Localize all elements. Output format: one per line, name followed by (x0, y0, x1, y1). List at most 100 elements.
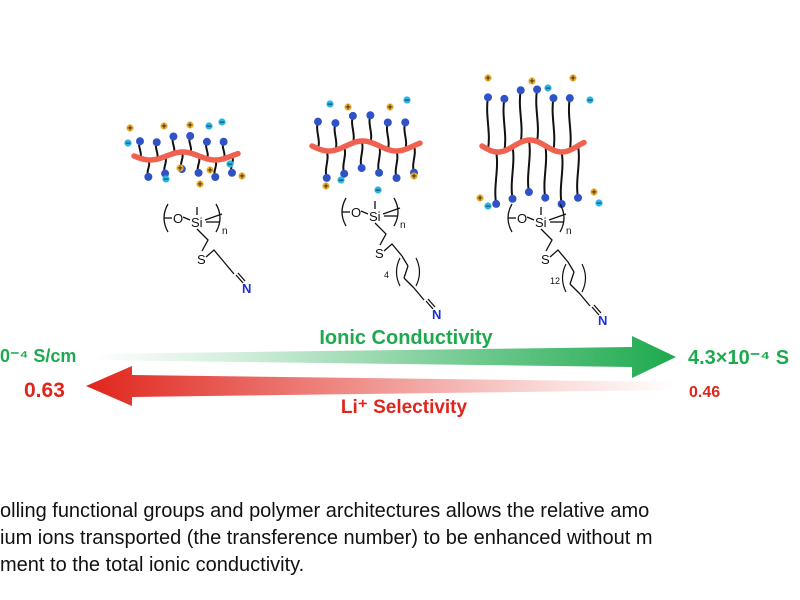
side-chain (324, 150, 329, 179)
bond (403, 277, 415, 289)
bond (196, 228, 209, 252)
anion-icon: − (374, 186, 382, 195)
end-group-icon (161, 169, 170, 178)
side-chain (551, 97, 556, 151)
svg-text:+: + (207, 166, 213, 175)
svg-text:+: + (127, 124, 133, 133)
end-group-icon (565, 94, 574, 103)
bond (403, 265, 409, 279)
anion-icon: − (484, 202, 492, 211)
spacer-count-label: 4 (384, 270, 389, 280)
end-group-icon (401, 118, 410, 127)
triple-bond (593, 304, 602, 314)
end-group-icon (314, 117, 322, 126)
methyl-bond (382, 207, 401, 215)
polymer-brush-short: +−++−−−++−++ (124, 118, 246, 189)
repeat-n-label: n (400, 220, 406, 231)
cation-icon: + (344, 103, 352, 112)
end-group-icon (169, 132, 178, 141)
side-chain (543, 145, 548, 198)
bond (569, 283, 581, 295)
silicon-atom: Si (191, 215, 203, 230)
side-chain (394, 150, 399, 179)
polymer-brush-medium: −++−+−−+ (309, 96, 423, 195)
side-chain (351, 115, 355, 144)
end-group-icon (508, 194, 517, 203)
cation-icon: + (484, 74, 492, 83)
triple-bond (427, 298, 436, 308)
anion-icon: − (403, 96, 411, 105)
caption-line-2: ium ions transported (the transference n… (0, 527, 653, 549)
cation-icon: + (160, 122, 168, 131)
oxygen-atom: O (351, 205, 361, 220)
side-chain (412, 145, 416, 173)
end-group-icon (549, 94, 558, 103)
cation-icon: + (186, 121, 194, 130)
repeat-n-label: n (566, 226, 572, 237)
side-chain (510, 146, 515, 199)
svg-text:−: − (596, 199, 602, 208)
polymer-backbone (479, 137, 587, 155)
svg-text:−: − (545, 84, 551, 93)
side-chain (333, 122, 338, 151)
svg-text:+: + (187, 121, 193, 130)
end-group-icon (186, 131, 195, 140)
svg-text:+: + (591, 188, 597, 197)
anion-icon: − (205, 122, 213, 131)
nitrogen-atom: N (432, 307, 441, 322)
cation-icon: + (196, 180, 204, 189)
spacer-bracket-left (561, 263, 567, 293)
svg-text:+: + (161, 122, 167, 131)
nitrogen-atom: N (598, 313, 607, 328)
cation-icon: + (386, 103, 394, 112)
oxygen-atom: O (173, 211, 183, 226)
end-group-icon (492, 199, 501, 208)
spacer-bracket-left (395, 257, 401, 287)
end-group-icon (202, 137, 211, 146)
ionic-conductivity-label: Ionic Conductivity (319, 327, 493, 349)
svg-text:+: + (177, 164, 183, 173)
cation-icon: + (322, 182, 330, 191)
spacer-bracket-right (415, 257, 421, 287)
side-chain (494, 151, 499, 205)
cation-icon: + (238, 172, 246, 181)
svg-text:−: − (587, 96, 593, 105)
cation-icon: + (126, 124, 134, 133)
side-chain (377, 145, 381, 174)
sulfur-atom: S (197, 252, 206, 267)
polymer-brush-long: ++−+−+−+− (476, 74, 603, 211)
svg-text:−: − (338, 176, 344, 185)
svg-text:+: + (239, 172, 245, 181)
svg-text:+: + (529, 77, 535, 86)
side-chain (576, 145, 580, 198)
bond (360, 210, 369, 215)
figure-caption: olling functional groups and polymer arc… (0, 498, 800, 579)
anion-icon: − (218, 118, 226, 127)
bond (401, 255, 409, 267)
spacer-bracket-right (581, 263, 587, 293)
right-bracket (393, 197, 399, 227)
cation-icon: + (476, 194, 484, 203)
methyl-bond (548, 213, 567, 221)
caption-line-3: ment to the total ionic conductivity. (0, 554, 305, 576)
spacer-count-label: 12 (550, 276, 560, 286)
li-selectivity-arrow: Li⁺ Selectivity 0.63 0.46 (24, 366, 720, 418)
conductivity-right-value: 4.3×10⁻⁴ S (688, 347, 789, 369)
ionic-conductivity-arrow: Ionic Conductivity 0⁻⁴ S/cm 4.3×10⁻⁴ S (0, 327, 789, 378)
selectivity-left-value: 0.63 (24, 379, 65, 402)
triple-bond (425, 300, 434, 310)
svg-text:+: + (485, 74, 491, 83)
svg-text:−: − (485, 202, 491, 211)
anion-icon: − (124, 139, 132, 148)
svg-text:−: − (404, 96, 410, 105)
cation-icon: + (528, 77, 536, 86)
end-group-icon (331, 119, 340, 128)
end-group-icon (524, 188, 533, 197)
cation-icon: + (176, 164, 184, 173)
svg-text:−: − (327, 100, 333, 109)
side-chain (385, 122, 390, 150)
conductivity-left-value: 0⁻⁴ S/cm (0, 346, 76, 366)
cation-icon: + (410, 172, 418, 181)
